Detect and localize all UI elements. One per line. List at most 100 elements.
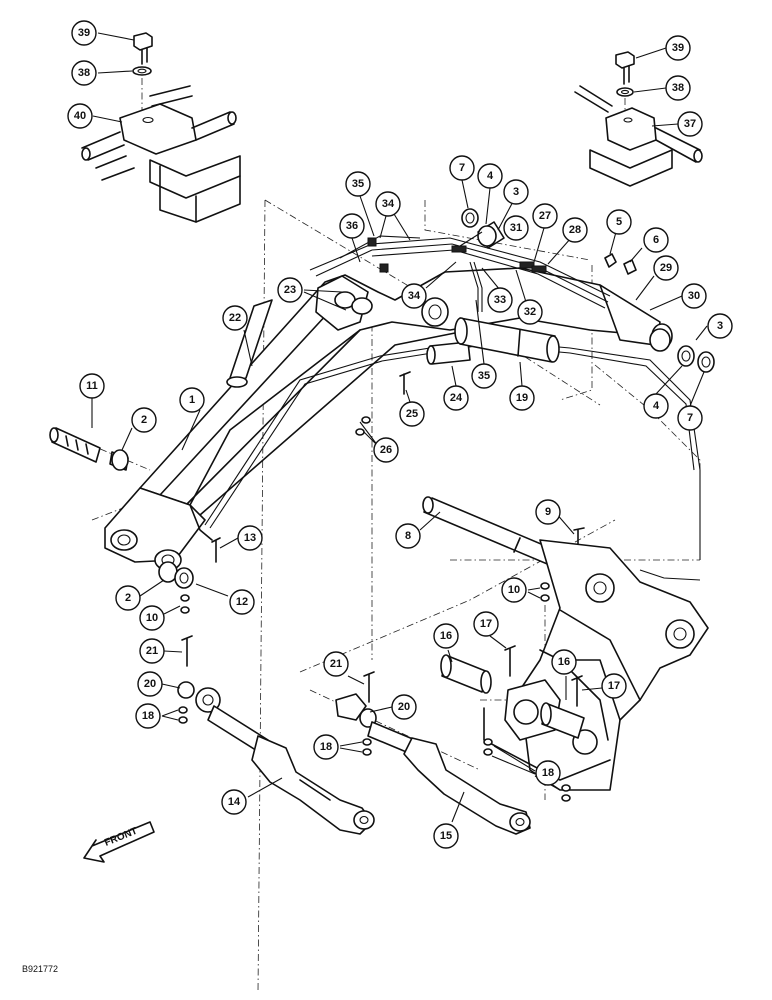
callout-38: 38 bbox=[71, 60, 97, 86]
callout-10: 10 bbox=[501, 577, 527, 603]
svg-text:23: 23 bbox=[284, 284, 296, 296]
callout-39: 39 bbox=[71, 20, 97, 46]
svg-text:26: 26 bbox=[380, 444, 392, 456]
svg-text:28: 28 bbox=[569, 224, 581, 236]
svg-text:37: 37 bbox=[684, 118, 696, 130]
callout-1: 1 bbox=[179, 387, 205, 413]
callout-36: 36 bbox=[339, 213, 365, 239]
callout-16: 16 bbox=[551, 649, 577, 675]
svg-text:22: 22 bbox=[229, 312, 241, 324]
callout-8: 8 bbox=[395, 523, 421, 549]
callout-25: 25 bbox=[399, 401, 425, 427]
callout-31: 31 bbox=[503, 215, 529, 241]
callout-13: 13 bbox=[237, 525, 263, 551]
svg-text:20: 20 bbox=[144, 678, 156, 690]
callout-9: 9 bbox=[535, 499, 561, 525]
callout-21: 21 bbox=[139, 638, 165, 664]
leader-lines bbox=[91, 32, 708, 823]
callout-7: 7 bbox=[449, 155, 475, 181]
callout-17: 17 bbox=[473, 611, 499, 637]
callout-2: 2 bbox=[131, 407, 157, 433]
svg-text:35: 35 bbox=[478, 370, 490, 382]
front-direction-arrow: FRONT bbox=[83, 821, 155, 863]
svg-text:34: 34 bbox=[382, 198, 395, 210]
callout-24: 24 bbox=[443, 385, 469, 411]
svg-text:4: 4 bbox=[487, 170, 494, 182]
callout-6: 6 bbox=[643, 227, 669, 253]
callout-15: 15 bbox=[433, 823, 459, 849]
callout-34: 34 bbox=[375, 191, 401, 217]
callout-11: 11 bbox=[79, 373, 105, 399]
svg-text:21: 21 bbox=[330, 658, 342, 670]
svg-text:38: 38 bbox=[672, 82, 684, 94]
svg-text:4: 4 bbox=[653, 400, 660, 412]
svg-text:1: 1 bbox=[189, 394, 195, 406]
callout-35: 35 bbox=[471, 363, 497, 389]
callout-28: 28 bbox=[562, 217, 588, 243]
svg-text:2: 2 bbox=[141, 414, 147, 426]
callout-23: 23 bbox=[277, 277, 303, 303]
callout-30: 30 bbox=[681, 283, 707, 309]
callout-20: 20 bbox=[137, 671, 163, 697]
callout-18: 18 bbox=[535, 760, 561, 786]
callout-37: 37 bbox=[677, 111, 703, 137]
svg-text:34: 34 bbox=[408, 290, 421, 302]
svg-text:21: 21 bbox=[146, 645, 158, 657]
callout-3: 3 bbox=[503, 179, 529, 205]
boom-foot-bushings bbox=[158, 537, 221, 614]
svg-text:14: 14 bbox=[228, 796, 241, 808]
callout-29: 29 bbox=[653, 255, 679, 281]
callout-39: 39 bbox=[665, 35, 691, 61]
svg-text:18: 18 bbox=[142, 710, 154, 722]
callout-40: 40 bbox=[67, 103, 93, 129]
svg-text:18: 18 bbox=[320, 741, 332, 753]
callout-21: 21 bbox=[323, 651, 349, 677]
boom-pins bbox=[355, 208, 715, 436]
callout-27: 27 bbox=[532, 203, 558, 229]
svg-text:35: 35 bbox=[352, 178, 364, 190]
svg-text:27: 27 bbox=[539, 210, 551, 222]
bushings-16 bbox=[440, 654, 585, 739]
svg-text:11: 11 bbox=[86, 380, 98, 392]
callout-20: 20 bbox=[391, 694, 417, 720]
svg-text:6: 6 bbox=[653, 234, 659, 246]
svg-text:15: 15 bbox=[440, 830, 452, 842]
callout-35: 35 bbox=[345, 171, 371, 197]
hose-clamp-assembly-left bbox=[81, 32, 241, 223]
boom-foot-pin bbox=[49, 427, 129, 471]
svg-text:39: 39 bbox=[672, 42, 684, 54]
svg-text:7: 7 bbox=[459, 162, 465, 174]
svg-text:5: 5 bbox=[616, 216, 622, 228]
svg-text:33: 33 bbox=[494, 294, 506, 306]
svg-text:17: 17 bbox=[480, 618, 492, 630]
svg-text:16: 16 bbox=[558, 656, 570, 668]
svg-text:25: 25 bbox=[406, 408, 418, 420]
callout-22: 22 bbox=[222, 305, 248, 331]
svg-text:2: 2 bbox=[125, 592, 131, 604]
svg-text:30: 30 bbox=[688, 290, 700, 302]
svg-text:19: 19 bbox=[516, 392, 528, 404]
swing-cylinder-15 bbox=[335, 693, 531, 835]
swing-frame bbox=[483, 539, 709, 791]
svg-text:29: 29 bbox=[660, 262, 672, 274]
figure-reference: B921772 bbox=[22, 964, 58, 974]
callout-32: 32 bbox=[517, 299, 543, 325]
svg-text:40: 40 bbox=[74, 110, 86, 122]
svg-text:18: 18 bbox=[542, 767, 554, 779]
hose-clamp-assembly-right bbox=[574, 51, 703, 187]
callout-3: 3 bbox=[707, 313, 733, 339]
svg-text:9: 9 bbox=[545, 506, 551, 518]
svg-text:13: 13 bbox=[244, 532, 256, 544]
callout-16: 16 bbox=[433, 623, 459, 649]
callout-4: 4 bbox=[477, 163, 503, 189]
svg-text:8: 8 bbox=[405, 530, 411, 542]
callout-4: 4 bbox=[643, 393, 669, 419]
svg-text:10: 10 bbox=[146, 612, 158, 624]
callout-17: 17 bbox=[601, 673, 627, 699]
svg-text:36: 36 bbox=[346, 220, 358, 232]
svg-text:3: 3 bbox=[717, 320, 723, 332]
callout-2: 2 bbox=[115, 585, 141, 611]
callout-19: 19 bbox=[509, 385, 535, 411]
svg-text:20: 20 bbox=[398, 701, 410, 713]
